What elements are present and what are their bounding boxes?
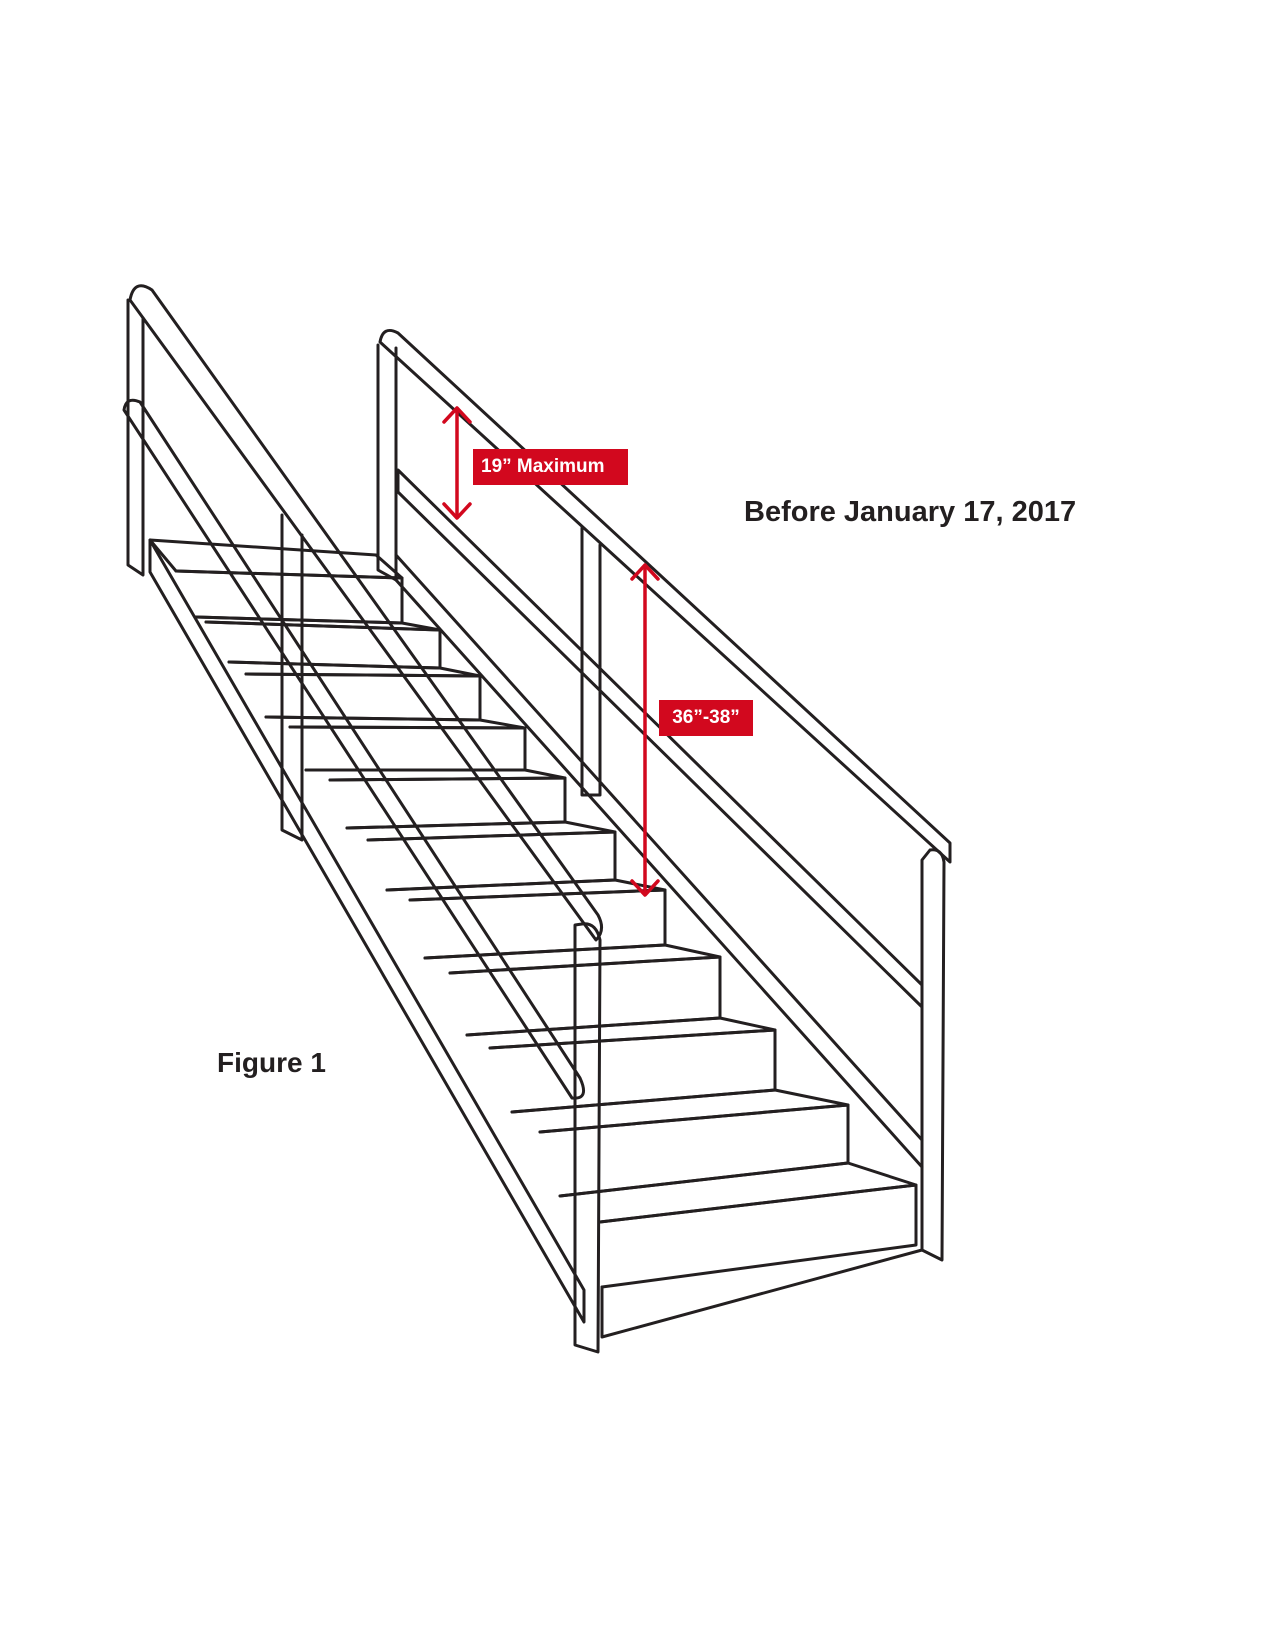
- near-stringer: [148, 538, 586, 1324]
- front-top-rail: [128, 284, 603, 942]
- stair-stringers: [148, 538, 924, 1324]
- stair-treads: [148, 538, 924, 1339]
- handrail-height-arrow: [630, 563, 660, 897]
- dimension-arrows: [442, 406, 660, 897]
- back-mid-rail: [396, 468, 924, 1009]
- front-railing: [122, 284, 603, 1354]
- back-post-right: [920, 848, 946, 1262]
- front-post-left: [126, 298, 145, 577]
- far-stringer: [394, 553, 924, 1169]
- handrail-height-label: 36”-38”: [659, 700, 753, 736]
- midrail-gap-arrow: [442, 406, 472, 520]
- front-post-middle: [280, 513, 304, 842]
- back-top-rail: [378, 329, 952, 864]
- figure-caption: Figure 1: [217, 1047, 326, 1078]
- front-mid-rail: [122, 398, 586, 1100]
- date-heading: Before January 17, 2017: [744, 496, 1077, 528]
- staircase-line-drawing: [122, 284, 952, 1354]
- midrail-gap-label: 19” Maximum: [473, 449, 628, 485]
- back-post-middle: [580, 526, 602, 797]
- front-post-right: [573, 922, 602, 1354]
- back-railing: [376, 329, 952, 1262]
- back-post-left: [376, 343, 398, 582]
